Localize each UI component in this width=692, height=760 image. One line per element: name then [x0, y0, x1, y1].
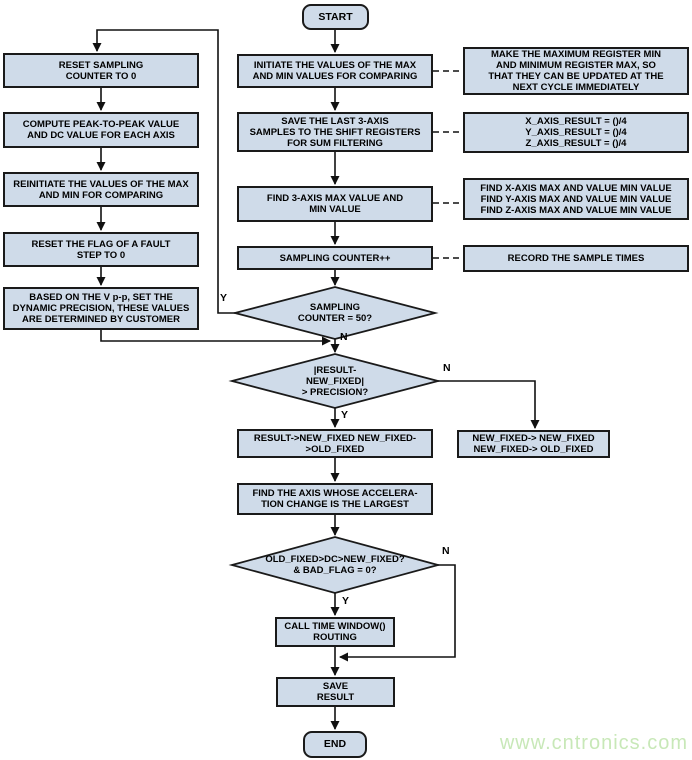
process-result-to-fixed: RESULT->NEW_FIXED NEW_FIXED- >OLD_FIXED [237, 429, 433, 458]
process-save-samples: SAVE THE LAST 3-AXIS SAMPLES TO THE SHIF… [237, 112, 433, 152]
decision-sampling-counter-shape [231, 286, 439, 340]
note-registers: MAKE THE MAXIMUM REGISTER MIN AND MINIMU… [463, 47, 689, 95]
branch-label-d2-yes: Y [341, 409, 349, 421]
process-compute-pp: COMPUTE PEAK-TO-PEAK VALUE AND DC VALUE … [3, 112, 199, 148]
watermark-text: www.cntronics.com [499, 732, 688, 754]
note-record-sample-times: RECORD THE SAMPLE TIMES [463, 245, 689, 272]
arrow-decision1-yes-feedback [92, 29, 235, 314]
process-find-max-min: FIND 3-AXIS MAX VALUE AND MIN VALUE [237, 186, 433, 222]
decision-sampling-counter: SAMPLING COUNTER = 50? [297, 302, 373, 324]
start-terminal: START [302, 4, 369, 30]
branch-label-d1-no: N [340, 331, 348, 343]
note-axis-result: X_AXIS_RESULT = ()/4 Y_AXIS_RESULT = ()/… [463, 112, 689, 153]
process-sampling-counter-inc: SAMPLING COUNTER++ [237, 246, 433, 270]
note-find-axis: FIND X-AXIS MAX AND VALUE MIN VALUE FIND… [463, 178, 689, 220]
process-call-time-window: CALL TIME WINDOW() ROUTING [275, 617, 395, 647]
process-init-max-min: INITIATE THE VALUES OF THE MAX AND MIN V… [237, 54, 433, 88]
branch-label-d1-yes: Y [220, 292, 228, 304]
branch-label-d3-no: N [442, 545, 450, 557]
arrow-precision-join-main [100, 330, 331, 346]
process-dynamic-precision: BASED ON THE V p-p, SET THE DYNAMIC PREC… [3, 287, 199, 330]
branch-label-d2-no: N [443, 362, 451, 374]
arrow-decision3-no [339, 564, 456, 662]
end-terminal: END [303, 731, 367, 758]
decision-fixed: OLD_FIXED>DC>NEW_FIXED? & BAD_FLAG = 0? [265, 554, 405, 576]
decision-precision: |RESULT- NEW_FIXED| > PRECISION? [301, 364, 369, 398]
process-new-fixed-swap: NEW_FIXED-> NEW_FIXED NEW_FIXED-> OLD_FI… [457, 430, 610, 458]
process-reset-counter: RESET SAMPLING COUNTER TO 0 [3, 53, 199, 88]
process-find-axis: FIND THE AXIS WHOSE ACCELERA- TION CHANG… [237, 483, 433, 515]
process-reset-flag: RESET THE FLAG OF A FAULT STEP TO 0 [3, 232, 199, 267]
process-reinit-max-min: REINITIATE THE VALUES OF THE MAX AND MIN… [3, 172, 199, 207]
branch-label-d3-yes: Y [342, 595, 350, 607]
process-save-result: SAVE RESULT [276, 677, 395, 707]
arrow-decision2-no [438, 380, 540, 429]
